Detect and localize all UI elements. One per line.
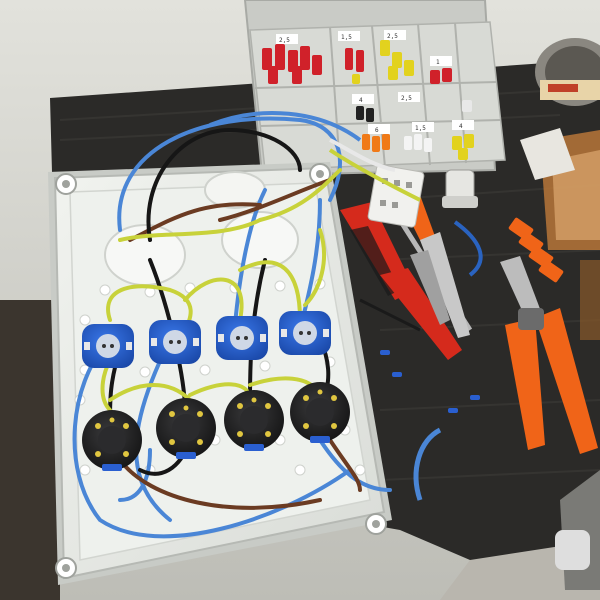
blue-socket-3 <box>216 316 268 360</box>
label-4: 4 <box>359 97 363 104</box>
black-sockets <box>82 382 350 471</box>
corner-screws <box>55 163 387 579</box>
top-blue-wire <box>209 111 362 142</box>
misc-ferrules <box>356 100 472 152</box>
ferrule-organizer: 2,5 1,5 2,5 1 4 2,5 6 1,5 4 <box>243 0 506 177</box>
label-2: 2,5 <box>387 33 398 40</box>
vacuum-hose <box>555 470 600 590</box>
label-6: 6 <box>375 127 379 134</box>
cable-gland <box>442 169 478 208</box>
blue-sockets <box>82 311 331 368</box>
screwdrivers <box>340 202 473 360</box>
top-earth-wire <box>328 148 421 202</box>
label-0: 2,5 <box>279 37 290 44</box>
black-socket-4 <box>290 382 350 443</box>
blue-socket-4 <box>279 311 331 355</box>
top-grey-wire <box>329 138 396 172</box>
blue-socket-2 <box>149 320 201 364</box>
scattered-ferrules <box>380 350 480 413</box>
black-socket-2 <box>156 398 216 459</box>
label-7: 1,5 <box>415 125 426 132</box>
compartment-labels: 2,5 1,5 2,5 1 4 2,5 6 1,5 4 <box>276 30 474 134</box>
label-3: 1 <box>436 59 440 66</box>
wiring <box>72 116 392 539</box>
blue-socket-1 <box>82 324 134 368</box>
label-8: 4 <box>459 123 463 130</box>
black-socket-1 <box>82 410 142 471</box>
red-ferrules <box>262 44 452 84</box>
black-socket-3 <box>224 390 284 451</box>
orange-terminal-block <box>508 217 564 283</box>
yellow-ferrules <box>352 40 474 160</box>
loose-blue-wire <box>413 427 442 501</box>
loose-dark-blue-wire <box>453 220 483 277</box>
label-5: 2,5 <box>401 95 412 102</box>
tin-can <box>535 38 600 106</box>
label-1: 1,5 <box>341 34 352 41</box>
paper <box>520 128 575 180</box>
combination-pliers <box>500 256 598 454</box>
floor-shadow <box>0 300 60 600</box>
